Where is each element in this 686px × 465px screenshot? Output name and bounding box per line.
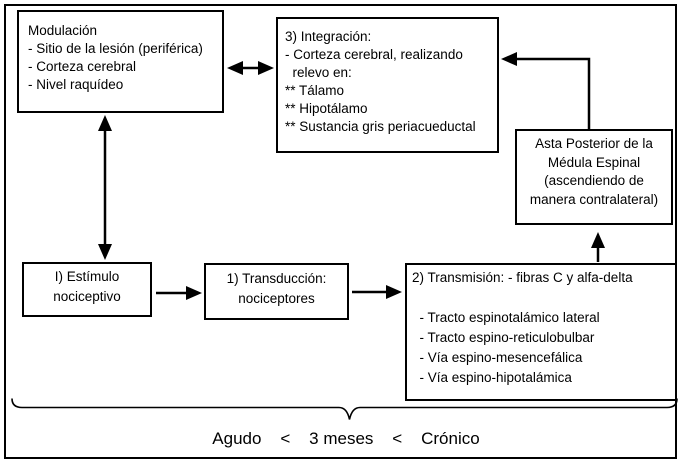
transmision-title: 2) Transmisión: - fibras C y alfa-delta xyxy=(412,270,633,285)
modulacion-title: Modulación xyxy=(28,23,98,38)
modulacion-item: - Nivel raquídeo xyxy=(28,77,124,92)
transmision-item: - Tracto espino-reticulobulbar xyxy=(412,330,595,345)
integracion-title: 3) Integración: xyxy=(285,29,372,44)
modulacion-item: - Corteza cerebral xyxy=(28,59,137,74)
asta-posterior-text: (ascendiendo de xyxy=(544,173,644,188)
estimulo-text: I) Estímulo xyxy=(54,269,120,284)
estimulo-box: I) Estímulo nociceptivo xyxy=(22,262,152,317)
transduccion-text: 1) Transducción: xyxy=(226,271,327,286)
transmision-item: - Vía espino-mesencefálica xyxy=(412,350,583,365)
asta-posterior-text: Médula Espinal xyxy=(547,154,641,170)
integracion-item: ** Sustancia gris periacueductal xyxy=(285,119,476,134)
asta-posterior-box: Asta Posterior de la Médula Espinal (asc… xyxy=(515,129,673,225)
transduccion-box: 1) Transducción: nociceptores xyxy=(204,263,349,320)
timeline-label: Agudo < 3 meses < Crónico xyxy=(212,429,480,448)
transmision-item: - Tracto espinotalámico lateral xyxy=(412,310,600,325)
integracion-box: 3) Integración: - Corteza cerebral, real… xyxy=(276,17,499,153)
integracion-item: ** Tálamo xyxy=(285,83,345,98)
estimulo-text: nociceptivo xyxy=(53,289,121,304)
asta-posterior-text: Asta Posterior de la xyxy=(535,136,653,151)
modulacion-item: - Sitio de la lesión (periférica) xyxy=(28,41,203,56)
transmision-box: 2) Transmisión: - fibras C y alfa-delta … xyxy=(405,263,677,401)
asta-posterior-text: manera contralateral) xyxy=(529,191,659,207)
diagram-outer-border xyxy=(4,4,677,459)
modulacion-box: Modulación - Sitio de la lesión (perifér… xyxy=(17,10,224,113)
integracion-item: relevo en: xyxy=(285,65,352,80)
integracion-item: - Corteza cerebral, realizando xyxy=(285,47,463,62)
transduccion-text: nociceptores xyxy=(238,291,315,306)
transmision-spacer xyxy=(412,288,673,308)
transmision-item: - Vía espino-hipotalámica xyxy=(412,370,572,385)
integracion-item: ** Hipotálamo xyxy=(285,101,368,116)
